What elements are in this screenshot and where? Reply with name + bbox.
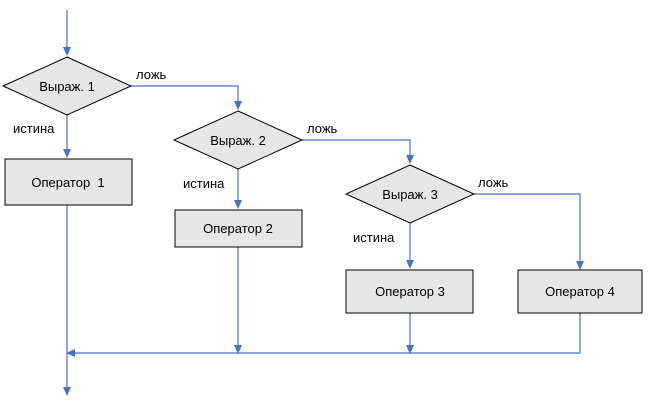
arrow-into-cond2 (234, 101, 242, 110)
arrow-exit (63, 387, 71, 396)
decision-3-label: Выраж. 3 (382, 187, 438, 202)
decision-1: Выраж. 1 (1, 56, 133, 116)
cond3-false-label: ложь (478, 175, 509, 190)
operator-1-box: Оператор 1 (4, 158, 133, 206)
cond2-false-line (302, 139, 411, 156)
arrow-into-cond3 (406, 155, 414, 164)
flow-lines (66, 10, 581, 388)
cond3-false-line (474, 193, 581, 262)
operator-4-label: Оператор 4 (545, 284, 615, 299)
operator-2-box: Оператор 2 (174, 209, 303, 248)
decision-3: Выраж. 3 (344, 164, 476, 224)
branch-labels: ложь истина ложь истина ложь истина (13, 67, 509, 245)
operator-1-label: Оператор 1 (31, 175, 104, 190)
op4-return-line (73, 313, 581, 354)
arrow-merge-left (66, 349, 75, 357)
operator-3-label: Оператор 3 (375, 284, 445, 299)
arrowheads (63, 47, 584, 396)
cond1-false-line (131, 85, 239, 102)
arrow-into-op1 (63, 149, 71, 158)
arrow-into-op2 (234, 200, 242, 209)
decision-1-label: Выраж. 1 (39, 79, 95, 94)
cond3-true-label: истина (353, 230, 395, 245)
decision-2-label: Выраж. 2 (210, 133, 266, 148)
arrow-op3-merge (406, 345, 414, 354)
arrow-into-op4 (576, 261, 584, 270)
operator-4-box: Оператор 4 (517, 269, 643, 314)
cond2-false-label: ложь (307, 121, 338, 136)
operator-3-box: Оператор 3 (345, 269, 474, 314)
cond1-false-label: ложь (136, 67, 167, 82)
cond1-true-label: истина (13, 121, 55, 136)
arrow-into-cond1 (63, 47, 71, 56)
cond2-true-label: истина (183, 176, 225, 191)
decision-2: Выраж. 2 (172, 110, 304, 170)
arrow-into-op3 (406, 260, 414, 269)
operator-2-label: Оператор 2 (203, 221, 273, 236)
arrow-op2-merge (234, 345, 242, 354)
